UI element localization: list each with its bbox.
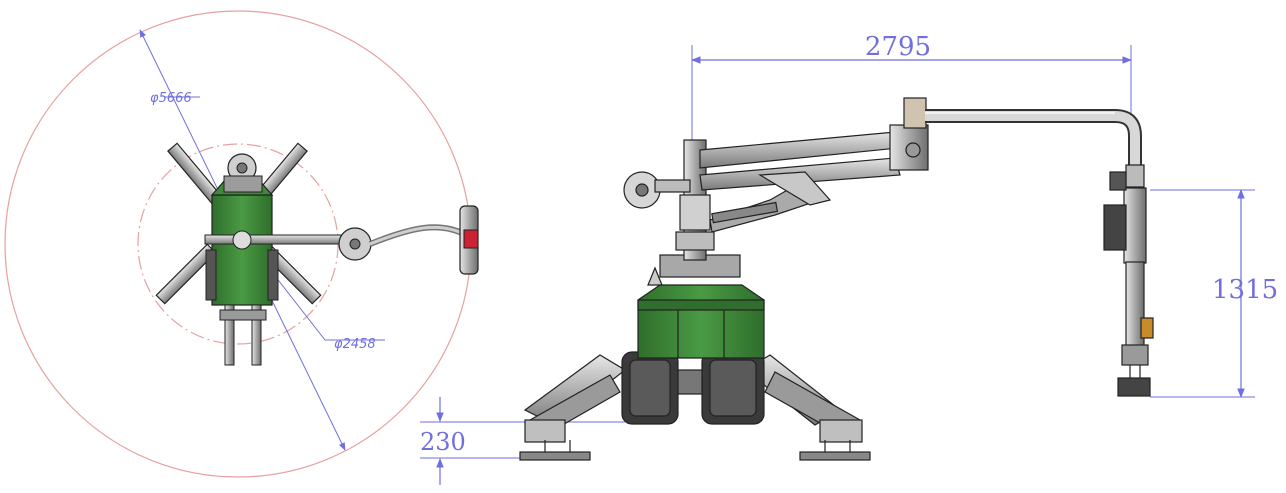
reach-label: 2795 <box>865 32 931 62</box>
side-mast <box>659 139 741 278</box>
side-right-outrigger <box>743 354 871 461</box>
height-label: 1315 <box>1212 275 1278 305</box>
top-rear-posts <box>219 304 267 366</box>
inner-diameter-label: φ2458 <box>334 337 376 352</box>
clearance-label: 230 <box>420 428 466 456</box>
side-counterweight <box>623 171 691 209</box>
outer-diameter-label: φ5666 <box>150 91 192 106</box>
side-elbow-joint <box>889 97 929 171</box>
side-left-outrigger <box>519 354 627 461</box>
top-view: φ5666 φ2458 <box>4 10 479 478</box>
side-vehicle-body <box>637 266 765 359</box>
side-tracks <box>621 351 765 425</box>
side-drop-tube <box>1103 164 1154 397</box>
top-vehicle-body <box>205 153 279 306</box>
top-boom-arm <box>204 205 479 275</box>
side-boom-arms <box>699 131 901 233</box>
side-view: 2795 1315 230 <box>420 32 1278 485</box>
side-pipe <box>925 109 1142 170</box>
